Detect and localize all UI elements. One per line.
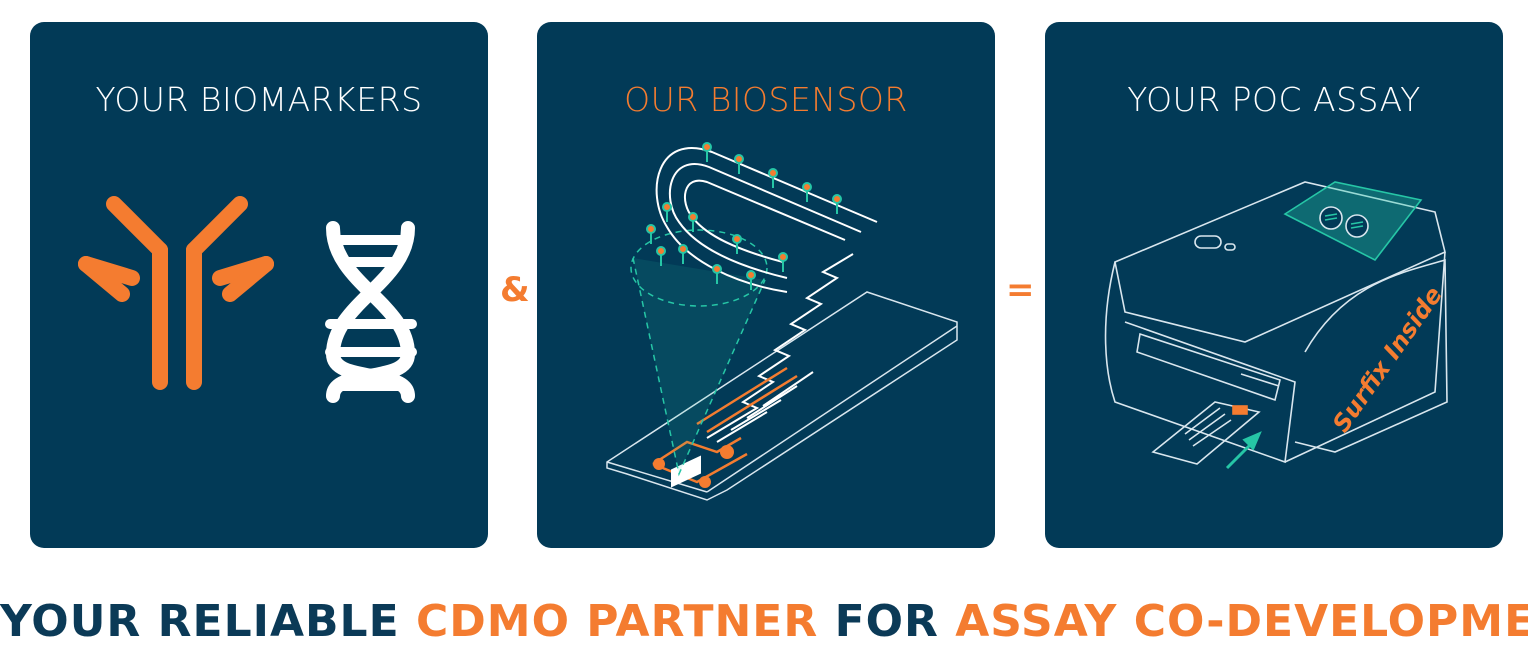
panel-title-poc-assay: YOUR POC ASSAY — [1127, 80, 1421, 119]
biosensor-chip-icon — [606, 142, 958, 501]
panel-biomarkers: YOUR BIOMARKERS — [30, 22, 488, 548]
tagline-part3: FOR — [818, 596, 956, 647]
equals-operator: = — [1006, 270, 1035, 310]
antibody-icon — [78, 196, 274, 390]
panel-title-biomarkers: YOUR BIOMARKERS — [95, 80, 423, 119]
insert-arrow-icon — [1225, 431, 1262, 470]
tagline: YOUR RELIABLE CDMO PARTNER FOR ASSAY CO-… — [0, 596, 1528, 647]
and-operator: & — [500, 270, 530, 310]
tagline-part2: CDMO PARTNER — [415, 596, 819, 647]
poc-reader-device-icon — [1104, 181, 1448, 465]
panel-poc-assay: YOUR POC ASSAY — [1045, 22, 1503, 548]
panel-biosensor: OUR BIOSENSOR — [537, 22, 995, 548]
tagline-part1: YOUR RELIABLE — [0, 596, 416, 647]
tagline-part4: ASSAY CO-DEVELOPMENT — [955, 596, 1528, 647]
dna-helix-icon — [325, 221, 417, 403]
panel-title-biosensor: OUR BIOSENSOR — [624, 80, 908, 119]
